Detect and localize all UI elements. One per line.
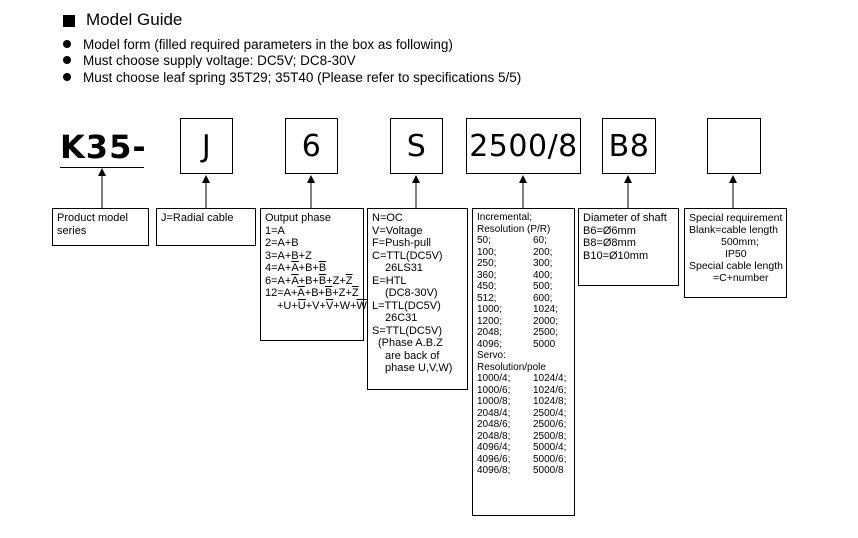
resolution-value: 1024/4; [533,373,567,384]
resolution-value: 500; [533,281,553,292]
desc-series: Product model series [52,208,149,246]
servo-resolution-list: 1000/4; 1024/4; 1000/6; 1024/6; 1000/8; 1024/… [477,373,570,477]
code-box-special [707,118,761,174]
resolution-value: 1200; [477,315,503,327]
resolution-value: 2048; [477,327,503,338]
resolution-value: 5000 [533,338,556,350]
resolution-value: 2500/6; [533,419,567,430]
resolution-value: 360; [477,269,497,281]
resolution-value: 250; [477,258,497,269]
resolution-value: 2500/4; [533,407,567,419]
bullet-dot-icon [63,73,71,81]
desc-output-phase: Output phase 1=A 2=A+B 3=A+B+Z 4=A+A+B+B… [260,208,367,341]
bullet-item: Must choose supply voltage: DC5V; DC8-30… [63,53,356,69]
resolution-value: 1024/6; [533,384,567,396]
phase-option: 4=A+A+B+B [265,262,327,274]
resolution-value: 2048/4; [477,407,511,419]
phase-option: 6=A+A+B+B+Z+Z [265,274,353,287]
bullet-item: Must choose leaf spring 35T29; 35T40 (Pl… [63,70,521,86]
resolution-value: 2500/8; [533,430,567,442]
code-box-output: S [390,118,443,174]
resolution-value: 2048/8; [477,430,511,442]
resolution-value: 400; [533,269,553,281]
resolution-value: 600; [533,292,553,304]
resolution-value: 1000/6; [477,384,511,396]
phase-option: +U+U+V+V+W+W [277,299,367,312]
code-box-cable: J [180,118,233,174]
resolution-value: 1024/8; [533,396,567,407]
resolution-value: 2000; [533,315,559,327]
resolution-value: 1024; [533,304,559,315]
resolution-value: 200; [533,246,553,258]
resolution-value: 512; [477,292,497,304]
bullet-dot-icon [63,40,71,48]
code-box-shaft: B8 [602,118,656,174]
model-prefix: K35- [60,128,147,168]
bullet-item: Model form (filled required parameters i… [63,37,453,53]
code-box-phase: 6 [285,118,338,174]
resolution-value: 100; [477,246,497,258]
desc-cable: J=Radial cable [156,208,256,246]
phase-option: 2=A+B [265,237,299,249]
resolution-value: 300; [533,258,553,269]
desc-special: Special requirement Blank=cable length 5… [684,208,787,298]
resolution-value: 1000; [477,304,503,315]
resolution-value: 4096; [477,338,503,350]
bullet-dot-icon [63,56,71,64]
resolution-value: 50; [477,235,491,246]
resolution-value: 5000/6; [533,453,567,465]
resolution-value: 5000/8 [533,465,564,476]
resolution-value: 1000/8; [477,396,511,407]
incremental-resolution-list: 50; 60; 100; 200; 250; 300; 360; 400; 450; 500; 51… [477,235,570,350]
resolution-value: 1000/4; [477,373,511,384]
desc-resolution: Incremental; Resolution (P/R) 50;60;100;… [472,208,575,516]
resolution-value: 4096/8; [477,465,511,476]
title-square-bullet [63,15,75,27]
phase-option: 3=A+B+Z [265,249,312,262]
page-title: Model Guide [86,10,183,29]
resolution-value: 60; [533,235,547,246]
resolution-value: 2048/6; [477,419,511,430]
resolution-value: 4096/6; [477,453,511,465]
desc-output-type: N=OC V=Voltage F=Push-pull C=TTL(DC5V) 2… [367,208,468,390]
phase-option: 1=A [265,224,285,237]
phase-option: 12=A+A+B+B+Z+Z [265,287,359,299]
resolution-value: 450; [477,281,497,292]
desc-shaft: Diameter of shaft B6=Ø6mm B8=Ø8mm B10=Ø1… [578,208,679,286]
resolution-value: 2500; [533,327,559,338]
resolution-value: 5000/4; [533,442,567,453]
resolution-value: 4096/4; [477,442,511,453]
code-box-resolution: 2500/8 [466,118,581,174]
